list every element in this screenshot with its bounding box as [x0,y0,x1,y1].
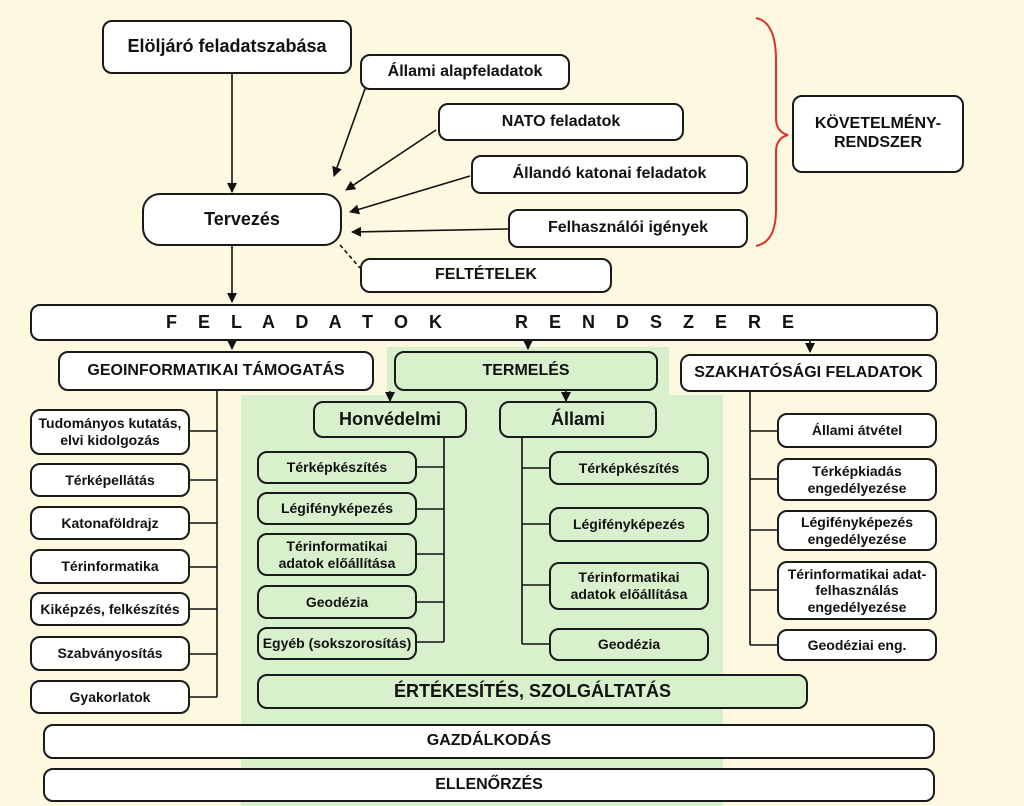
szak-item-terkepkiadas: Térképkiadás engedélyezése [777,458,937,501]
allami-item-terkepkeszites: Térképkészítés [549,451,709,485]
geoinformatikai-tamogatas-header: GEOINFORMATIKAI TÁMOGATÁS [58,351,374,391]
allami-header: Állami [499,401,657,438]
honvedelmi-item-terkepkeszites: Térképkészítés [257,451,417,484]
termeles-header: TERMELÉS [394,351,658,391]
geo-item-szabvanyositas: Szabványosítás [30,636,190,671]
szak-item-allami-atvetel: Állami átvétel [777,413,937,448]
tervezes-box: Tervezés [142,193,342,246]
allami-item-terinformatikai-adatok: Térinformatikai adatok előállítása [549,562,709,610]
allami-item-legifenykepezes: Légifényképezés [549,507,709,542]
geo-item-gyakorlatok: Gyakorlatok [30,680,190,714]
feltetelek-box: FELTÉTELEK [360,258,612,293]
szak-item-terinformatikai-adatfelhasznalas: Térinformatikai adat- felhasználás enged… [777,561,937,620]
feladatok-rendszere-bar: F E L A D A T O K R E N D S Z E R E [30,304,938,341]
kovetelmenyrendszer-box: KÖVETELMÉNY- RENDSZER [792,95,964,173]
honvedelmi-item-egyeb: Egyéb (sokszorosítás) [257,627,417,660]
geo-item-tudomanyos-kutatas: Tudományos kutatás, elvi kidolgozás [30,409,190,455]
geo-item-terinformatika: Térinformatika [30,549,190,584]
allami-alapfeladatok-box: Állami alapfeladatok [360,54,570,90]
allami-item-geodezia: Geodézia [549,628,709,661]
red-brace [755,17,789,247]
gazdalkodas-bar: GAZDÁLKODÁS [43,724,935,759]
geo-item-terkepellatas: Térképellátás [30,463,190,497]
geo-item-kikepzes-felkeszites: Kiképzés, felkészítés [30,592,190,626]
honvedelmi-item-geodezia: Geodézia [257,585,417,619]
eloljaro-feladatszabasa-box: Elöljáró feladatszabása [102,20,352,74]
ellenorzes-bar: ELLENŐRZÉS [43,768,935,802]
allando-katonai-feladatok-box: Állandó katonai feladatok [471,155,748,194]
szak-item-legifenykepezes: Légifényképezés engedélyezése [777,510,937,551]
ertekesites-szolgaltatas-bar: ÉRTÉKESÍTÉS, SZOLGÁLTATÁS [257,674,808,709]
felhasznaloi-igenyek-box: Felhasználói igények [508,209,748,248]
honvedelmi-item-legifenykepezes: Légifényképezés [257,492,417,525]
szakhatosagi-feladatok-header: SZAKHATÓSÁGI FELADATOK [680,354,937,392]
nato-feladatok-box: NATO feladatok [438,103,684,141]
honvedelmi-item-terinformatikai-adatok: Térinformatikai adatok előállítása [257,533,417,576]
szak-item-geodeziai-eng: Geodéziai eng. [777,629,937,661]
geo-item-katonafoldrajz: Katonaföldrajz [30,506,190,540]
honvedelmi-header: Honvédelmi [313,401,467,438]
